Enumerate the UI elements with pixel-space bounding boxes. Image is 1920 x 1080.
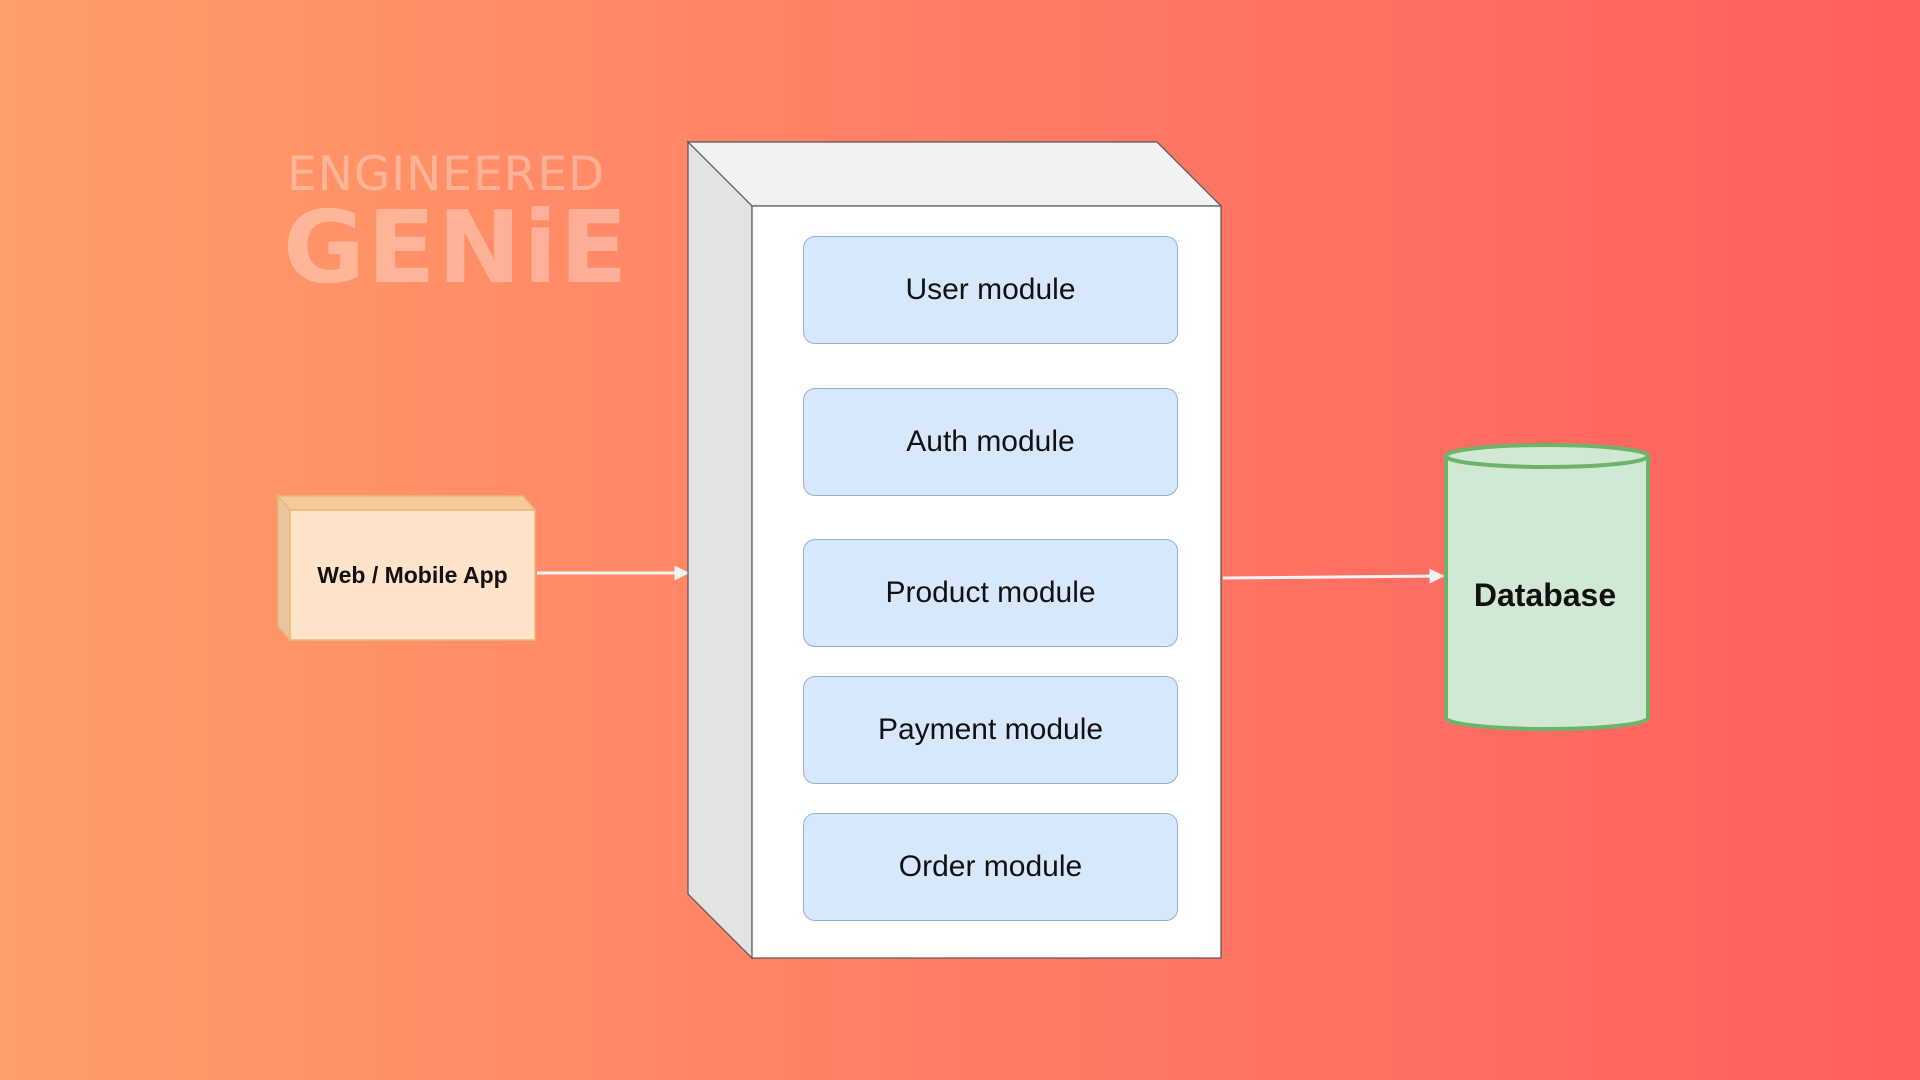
order-module[interactable]: Order module xyxy=(803,813,1178,921)
logo-line-1: ENGINEERED xyxy=(287,147,606,202)
server-top-face xyxy=(686,141,1223,207)
client-box[interactable] xyxy=(276,493,537,643)
engineered-genie-logo: ENGINEERED GENiE xyxy=(283,147,628,298)
database-top xyxy=(1444,443,1650,469)
payment-module[interactable]: Payment module xyxy=(803,676,1178,784)
auth-module[interactable]: Auth module xyxy=(803,388,1178,496)
database-label: Database xyxy=(1473,576,1617,613)
product-module[interactable]: Product module xyxy=(803,539,1178,647)
database-cylinder[interactable] xyxy=(1444,443,1650,731)
server-side-face xyxy=(687,140,753,960)
client-box-front xyxy=(289,509,536,641)
client-box-side xyxy=(277,493,291,643)
user-module[interactable]: User module xyxy=(803,236,1178,344)
database-body xyxy=(1444,456,1650,731)
client-label: Web / Mobile App xyxy=(317,561,508,588)
logo-line-2: GENiE xyxy=(283,189,630,306)
client-box-top xyxy=(276,495,537,511)
arrow-server-to-database xyxy=(1222,568,1445,584)
